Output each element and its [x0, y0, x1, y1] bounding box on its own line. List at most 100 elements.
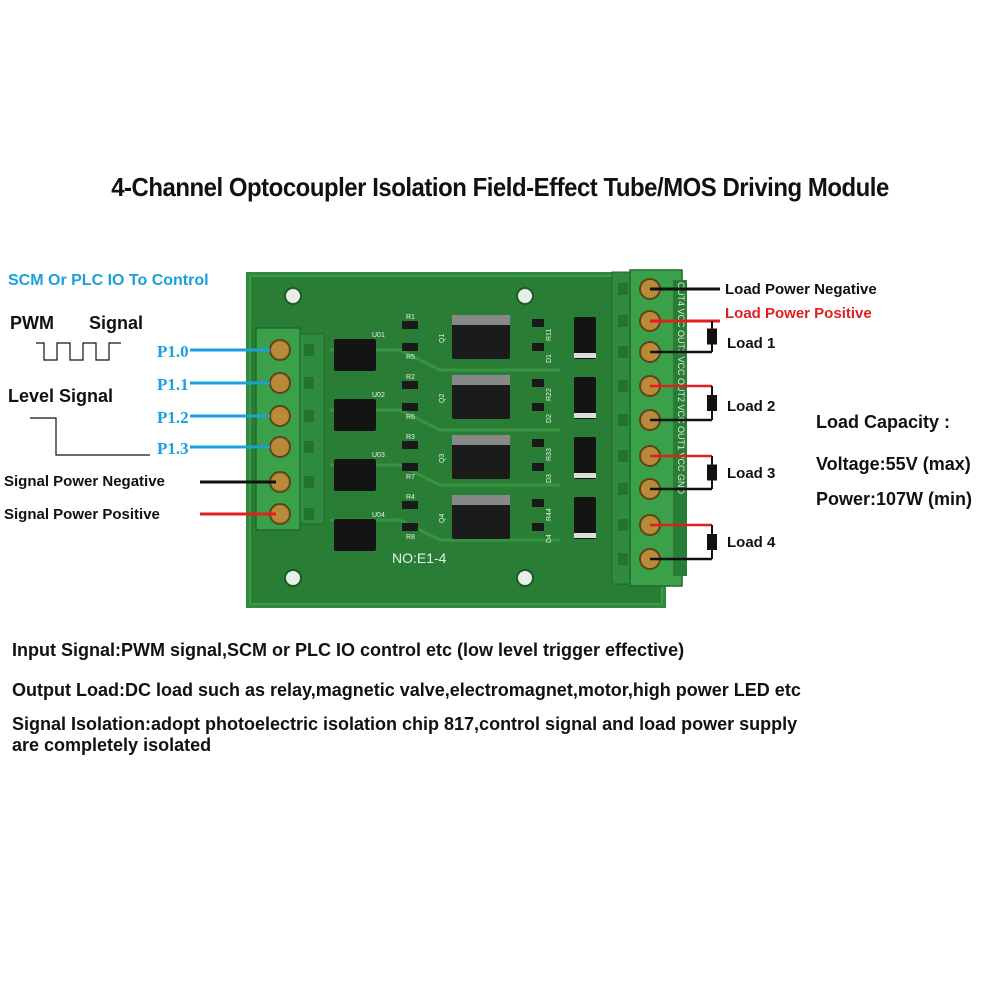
resistor [532, 319, 544, 327]
terminal-slot [618, 380, 628, 392]
resistor [402, 321, 418, 329]
resistor [532, 379, 544, 387]
signal-label: Signal [89, 313, 144, 333]
terminal-screw-icon [269, 436, 291, 458]
resistor [402, 441, 418, 449]
pin-p1-0: P1.0 [157, 342, 189, 361]
terminal-slot [618, 283, 628, 295]
resistor [402, 501, 418, 509]
mosfet-chip [452, 315, 510, 359]
load-1-label: Load 1 [727, 335, 776, 352]
left-terminal-block [255, 327, 325, 531]
terminal-screw-icon [269, 372, 291, 394]
terminal-slot [304, 410, 314, 422]
load-capacity-heading: Load Capacity : [816, 412, 951, 432]
right-terminal-block: OUT4 VCC OUT3 VCC OUT2 VCC OUT1 VCC GND [611, 269, 687, 587]
resistor-label: R8 [406, 534, 415, 541]
level-signal-label: Level Signal [8, 386, 114, 406]
power-spec: Power:107W (min) [816, 489, 973, 509]
model-number: NO:E1-4 [392, 550, 447, 566]
resistor [532, 523, 544, 531]
mosfet-tab [452, 435, 510, 445]
terminal-slot [618, 414, 628, 426]
pwm-waveform-icon [36, 342, 121, 361]
resistor-label: R7 [406, 474, 415, 481]
diode-band [574, 533, 596, 538]
voltage-spec: Voltage:55V (max) [816, 454, 971, 474]
diode-chip [574, 317, 596, 359]
optocoupler-chip [334, 519, 376, 551]
mount-hole-icon [284, 287, 302, 305]
diode-chip [574, 437, 596, 479]
optocoupler-chip [334, 399, 376, 431]
diode-label: D4 [546, 534, 553, 543]
diode-band [574, 413, 596, 418]
terminal-marks: OUT4 VCC OUT3 VCC OUT2 VCC OUT1 VCC GND [676, 282, 686, 495]
signal-power-positive-label: Signal Power Positive [4, 506, 160, 523]
mos-label: Q2 [439, 394, 446, 403]
mosfet-chip [452, 495, 510, 539]
terminal-slot [618, 315, 628, 327]
load-power-positive-label: Load Power Positive [725, 305, 872, 322]
terminal-slot [618, 553, 628, 565]
signal-power-negative-label: Signal Power Negative [4, 473, 165, 490]
resistor-label: R4 [406, 494, 415, 501]
diode-label: D2 [546, 414, 553, 423]
mos-label: Q4 [439, 514, 446, 523]
terminal-slot [304, 476, 314, 488]
mosfet-chip [452, 435, 510, 479]
diode-label: D1 [546, 354, 553, 363]
terminal-screw-icon [269, 405, 291, 427]
resistor [402, 523, 418, 531]
load-2-label: Load 2 [727, 398, 776, 415]
mount-hole-icon [516, 287, 534, 305]
mount-hole-icon [284, 569, 302, 587]
mount-hole-icon [516, 569, 534, 587]
terminal-slot [304, 377, 314, 389]
control-label: SCM Or PLC IO To Control [8, 272, 209, 289]
terminal-slot [618, 346, 628, 358]
diode-band [574, 353, 596, 358]
mosfet-chip [452, 375, 510, 419]
resistor [402, 463, 418, 471]
load-symbol-icon [707, 328, 717, 345]
terminal-slot [618, 519, 628, 531]
resistor [532, 403, 544, 411]
diode-chip [574, 497, 596, 539]
opto-label: U01 [372, 332, 385, 339]
module-diagram: OUT4 VCC OUT3 VCC OUT2 VCC OUT1 VCC GND … [30, 269, 720, 608]
pwm-label: PWM [10, 313, 54, 333]
load-4-label: Load 4 [727, 534, 776, 551]
resistor [402, 343, 418, 351]
output-load-desc: Output Load:DC load such as relay,magnet… [12, 680, 801, 700]
resistor-label: R2 [406, 374, 415, 381]
diode-band [574, 473, 596, 478]
resistor-label: R44 [546, 508, 553, 521]
terminal-slot [304, 441, 314, 453]
terminal-slot [304, 344, 314, 356]
resistor [402, 381, 418, 389]
level-waveform-icon [30, 417, 150, 456]
diode-label: D3 [546, 474, 553, 483]
terminal-slot [618, 483, 628, 495]
resistor-label: R5 [406, 354, 415, 361]
optocoupler-chip [334, 459, 376, 491]
resistor-label: R11 [546, 329, 553, 341]
diode-chip [574, 377, 596, 419]
pin-p1-3: P1.3 [157, 439, 189, 458]
mosfet-tab [452, 375, 510, 385]
mosfet-tab [452, 495, 510, 505]
load-symbol-icon [707, 534, 717, 550]
resistor-label: R22 [546, 388, 553, 401]
resistor [532, 463, 544, 471]
mosfet-tab [452, 315, 510, 325]
mos-label: Q1 [439, 334, 446, 343]
opto-label: U02 [372, 392, 385, 399]
pin-p1-2: P1.2 [157, 408, 189, 427]
opto-label: U03 [372, 452, 385, 459]
resistor-label: R6 [406, 414, 415, 421]
load-3-label: Load 3 [727, 465, 776, 482]
mos-label: Q3 [439, 454, 446, 463]
resistor [532, 499, 544, 507]
resistor-label: R33 [546, 448, 553, 461]
